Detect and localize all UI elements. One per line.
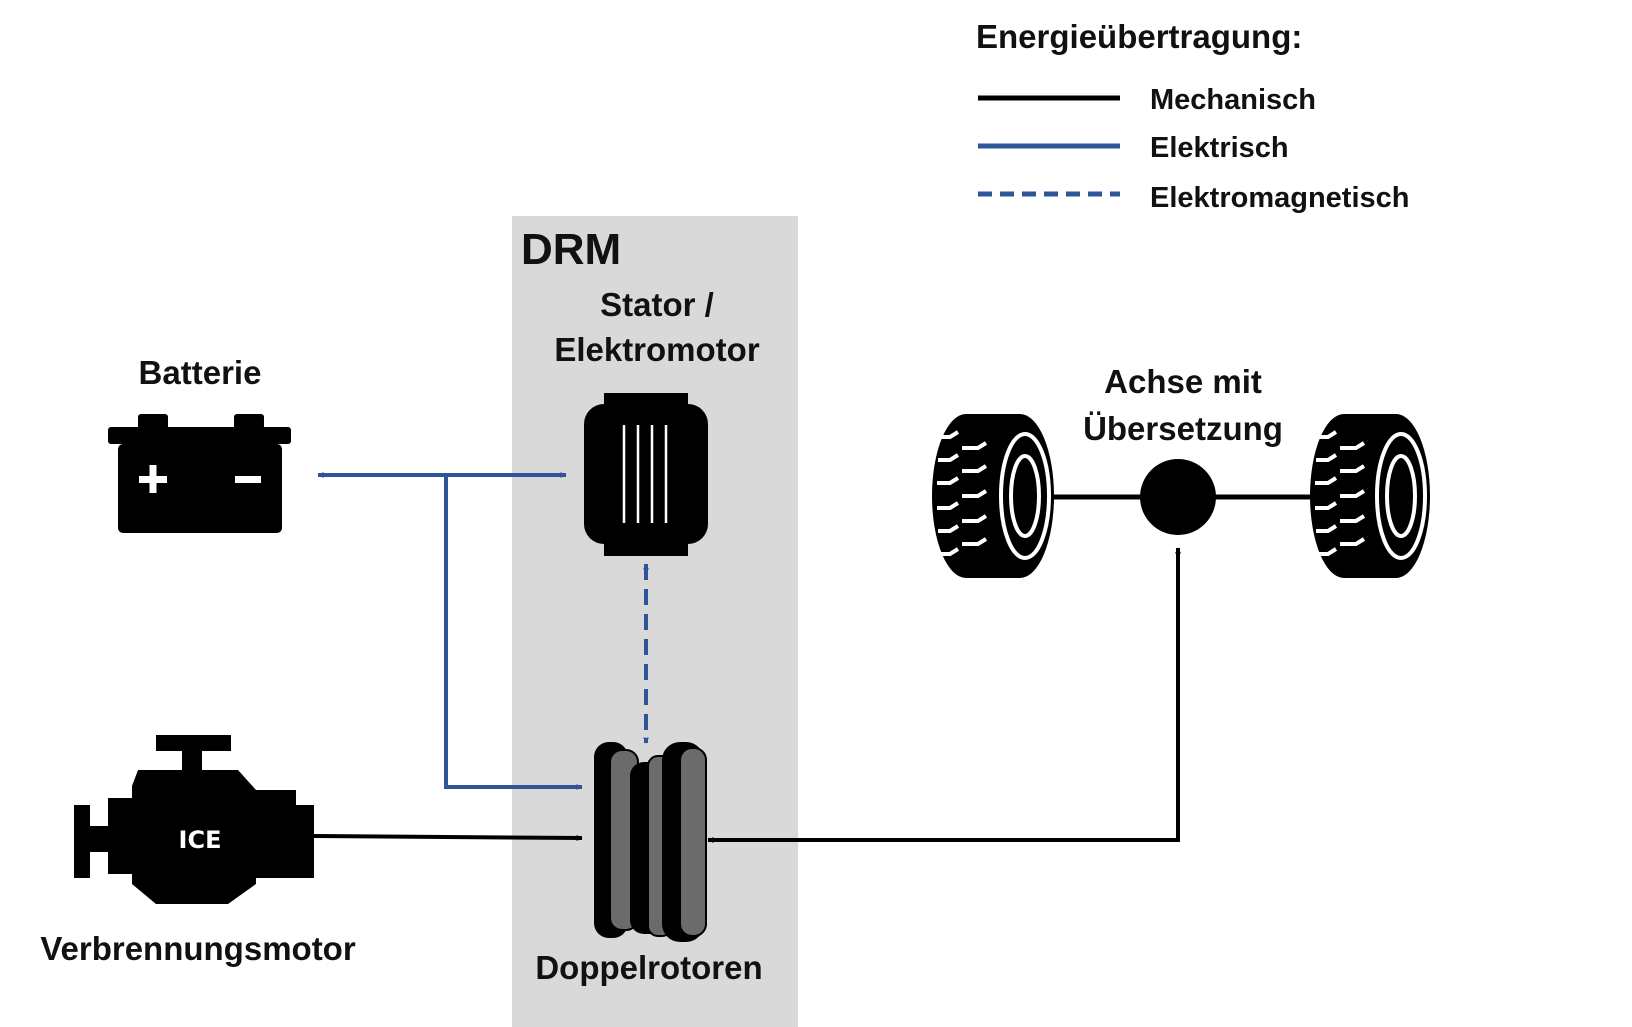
drm-title: DRM	[521, 225, 621, 274]
minus-icon	[235, 476, 261, 483]
left-wheel-icon	[932, 414, 1054, 578]
mechanical-link-rotor-axle	[707, 547, 1181, 843]
double-rotor-icon	[594, 742, 707, 942]
legend: Energieübertragung: Mechanisch Elektrisc…	[976, 18, 1409, 214]
stator-label-line1: Stator /	[600, 286, 714, 323]
plus-icon	[139, 465, 167, 493]
battery-label: Batterie	[139, 354, 262, 391]
engine-label: Verbrennungsmotor	[40, 930, 356, 967]
electric-link-branch-rotor	[444, 475, 583, 790]
stator-label-line2: Elektromotor	[554, 331, 760, 368]
engine-icon: ICE	[74, 735, 314, 904]
electric-motor-icon	[584, 393, 708, 556]
battery-icon	[108, 414, 291, 533]
rotor-label: Doppelrotoren	[535, 949, 762, 986]
gearbox-icon	[1140, 459, 1216, 535]
axle-label-line1: Achse mit	[1104, 363, 1262, 400]
mechanical-link-engine-rotor	[313, 834, 583, 841]
axle-icon	[932, 414, 1430, 578]
legend-label-electric: Elektrisch	[1150, 132, 1289, 164]
legend-label-mechanical: Mechanisch	[1150, 84, 1316, 116]
engine-badge: ICE	[179, 826, 222, 854]
legend-title: Energieübertragung:	[976, 18, 1302, 55]
axle-label-line2: Übersetzung	[1083, 410, 1283, 447]
legend-label-electromagnetic: Elektromagnetisch	[1150, 182, 1409, 214]
right-wheel-icon	[1310, 414, 1430, 578]
